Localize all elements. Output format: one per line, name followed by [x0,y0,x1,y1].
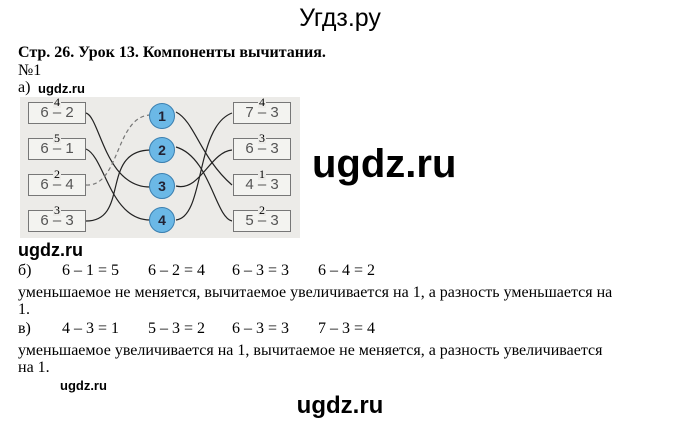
line-1-to-4-3 [175,111,233,186]
line-4-to-7-3 [175,112,233,221]
equation: 6 – 1 = 5 [62,262,120,279]
number-circle: 2 [149,137,175,163]
watermark: ugdz.ru [60,378,107,393]
connection-lines [85,111,233,222]
right-box: 4 – 3 [233,174,291,196]
number-circle: 4 [149,207,175,233]
line-6-4-to-1-dashed [85,114,151,186]
watermark: ugdz.ru [18,240,83,260]
number-circle: 3 [149,173,175,199]
part-c-label: в) [18,320,31,337]
explanation-c-cont: на 1. [18,359,50,376]
left-box: 6 – 4 [28,174,86,196]
right-answer: 2 [258,203,266,217]
part-a-label: а) [18,79,31,96]
watermark: ugdz.ru [38,81,85,96]
right-answer: 1 [258,167,266,181]
left-answer: 3 [53,203,61,217]
site-title[interactable]: Угдз.ру [299,4,381,32]
equation: 7 – 3 = 4 [318,320,376,337]
line-6-2-to-3 [85,112,151,188]
number-circle: 1 [149,103,175,129]
task-number: №1 [18,62,42,79]
part-b-label: б) [18,262,32,279]
right-box: 7 – 3 [233,102,291,124]
watermark: ugdz.ru [296,392,384,419]
explanation-b: уменьшаемое не меняется, вычитаемое увел… [18,284,613,301]
equation: 5 – 3 = 2 [148,320,206,337]
watermark: ugdz.ru [312,142,457,186]
equation: 6 – 4 = 2 [318,262,376,279]
left-box: 6 – 3 [28,210,86,232]
left-answer: 2 [53,167,61,181]
line-3-to-6-3 [175,149,233,188]
explanation-c: уменьшаемое увеличивается на 1, вычитаем… [18,342,603,359]
right-answer: 3 [258,131,266,145]
left-answer: 5 [53,131,61,145]
equation: 6 – 2 = 4 [148,262,206,279]
matching-figure: 6 – 2 6 – 1 6 – 4 6 – 3 4 5 2 3 1 2 3 4 … [20,95,300,238]
left-answer: 4 [53,95,61,109]
equation: 4 – 3 = 1 [62,320,120,337]
equation: 6 – 3 = 3 [232,320,290,337]
right-answer: 4 [258,95,266,109]
line-6-1-to-4 [85,148,151,221]
left-box: 6 – 1 [28,138,86,160]
page-heading: Стр. 26. Урок 13. Компоненты вычитания. [18,44,326,61]
left-box: 6 – 2 [28,102,86,124]
line-6-3-to-2 [85,149,151,222]
line-2-to-5-3 [175,146,233,222]
explanation-b-cont: 1. [18,301,30,318]
equation: 6 – 3 = 3 [232,262,290,279]
